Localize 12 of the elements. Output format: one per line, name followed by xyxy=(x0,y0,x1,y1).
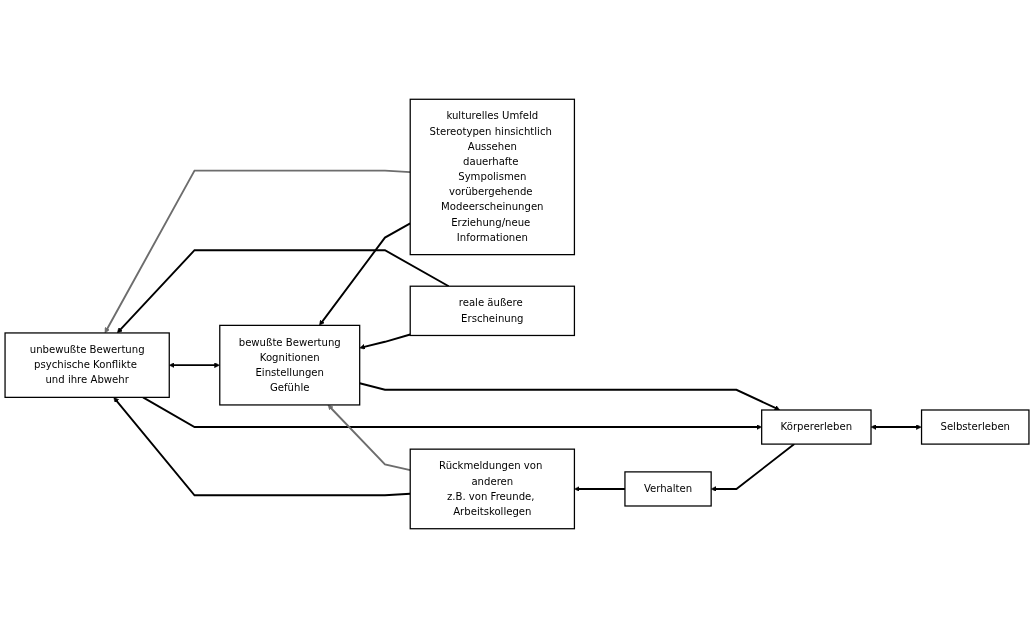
node-box: Selbsterleben xyxy=(920,409,1030,445)
arrow xyxy=(142,396,762,430)
node-box: Rückmeldungen von anderen z.B. von Freunde, Arbeitskollegen xyxy=(409,448,576,530)
node-box: Verhalten xyxy=(624,471,712,507)
node-box: unbewußte Bewertung psychische Konflikte und ihre Abwehr xyxy=(4,332,170,398)
node-box: reale äußere Erscheinung xyxy=(409,285,576,337)
node-box: bewußte Bewertung Kognitionen Einstellungen Gefühle xyxy=(219,324,361,406)
arrow xyxy=(359,333,412,350)
node-box: Körpererleben xyxy=(761,409,872,445)
node-box: kulturelles Umfeld Stereotypen hinsichtlich Aussehen dauerhafte Sympolismen vorübergehende Modeerscheinungen Erziehung/neue Informationen xyxy=(409,98,576,256)
arrow xyxy=(169,362,220,368)
arrow xyxy=(117,249,450,334)
